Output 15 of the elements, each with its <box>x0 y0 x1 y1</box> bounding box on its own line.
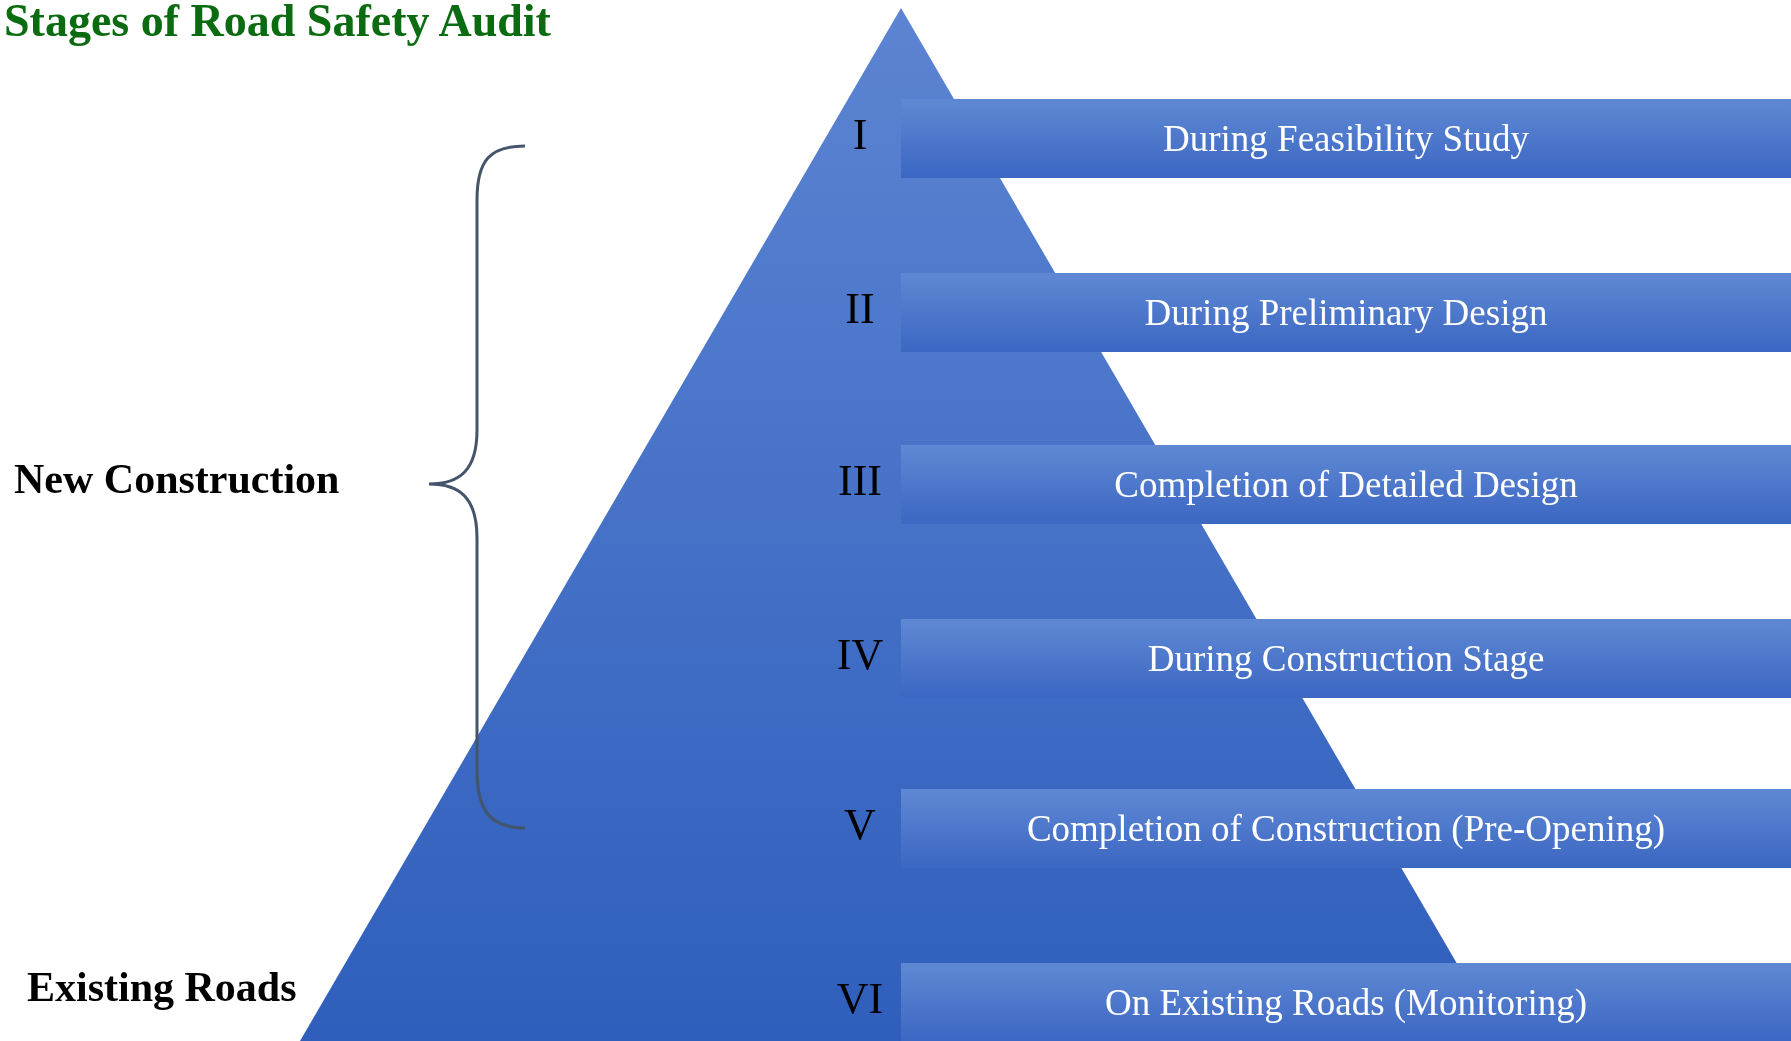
stage-text: During Construction Stage <box>1147 637 1545 680</box>
title: Stages of Road Safety Audit <box>4 0 551 47</box>
stage-numeral: V <box>843 799 877 850</box>
group-label: Existing Roads <box>27 963 297 1011</box>
group-label: New Construction <box>14 455 340 503</box>
stage-text: Completion of Construction (Pre-Opening) <box>1026 807 1666 850</box>
stage-numeral: I <box>851 109 869 160</box>
stage-numeral: IV <box>835 629 885 680</box>
stage-text: On Existing Roads (Monitoring) <box>1105 981 1587 1024</box>
stage-text: During Feasibility Study <box>1163 117 1529 160</box>
stage-numeral: II <box>844 283 876 334</box>
stage-text: Completion of Detailed Design <box>1114 463 1578 506</box>
stage-numeral: III <box>837 455 883 506</box>
stage-numeral: VI <box>835 973 885 1024</box>
stage-text: During Preliminary Design <box>1144 291 1548 334</box>
